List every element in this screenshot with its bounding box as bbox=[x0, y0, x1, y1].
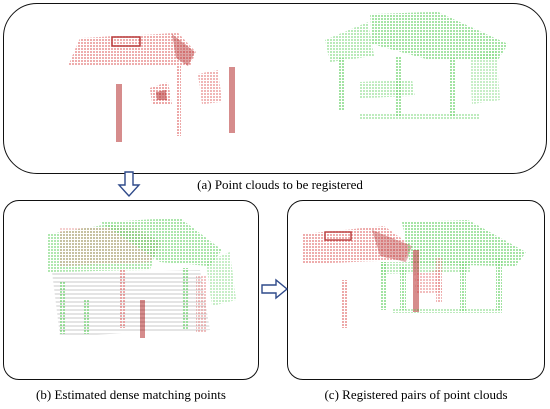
source-point-cloud-a bbox=[68, 33, 235, 142]
caption-b: (b) Estimated dense matching points bbox=[36, 387, 226, 402]
caption-c: (c) Registered pairs of point clouds bbox=[324, 387, 508, 402]
caption-a: (a) Point clouds to be registered bbox=[197, 177, 363, 192]
arrow-down-icon bbox=[117, 171, 141, 198]
arrow-right-icon bbox=[261, 278, 289, 300]
target-point-cloud-a bbox=[325, 12, 508, 119]
matching-lines bbox=[52, 270, 210, 336]
registered-clouds-c bbox=[302, 220, 526, 328]
matching-points-b bbox=[48, 218, 236, 338]
